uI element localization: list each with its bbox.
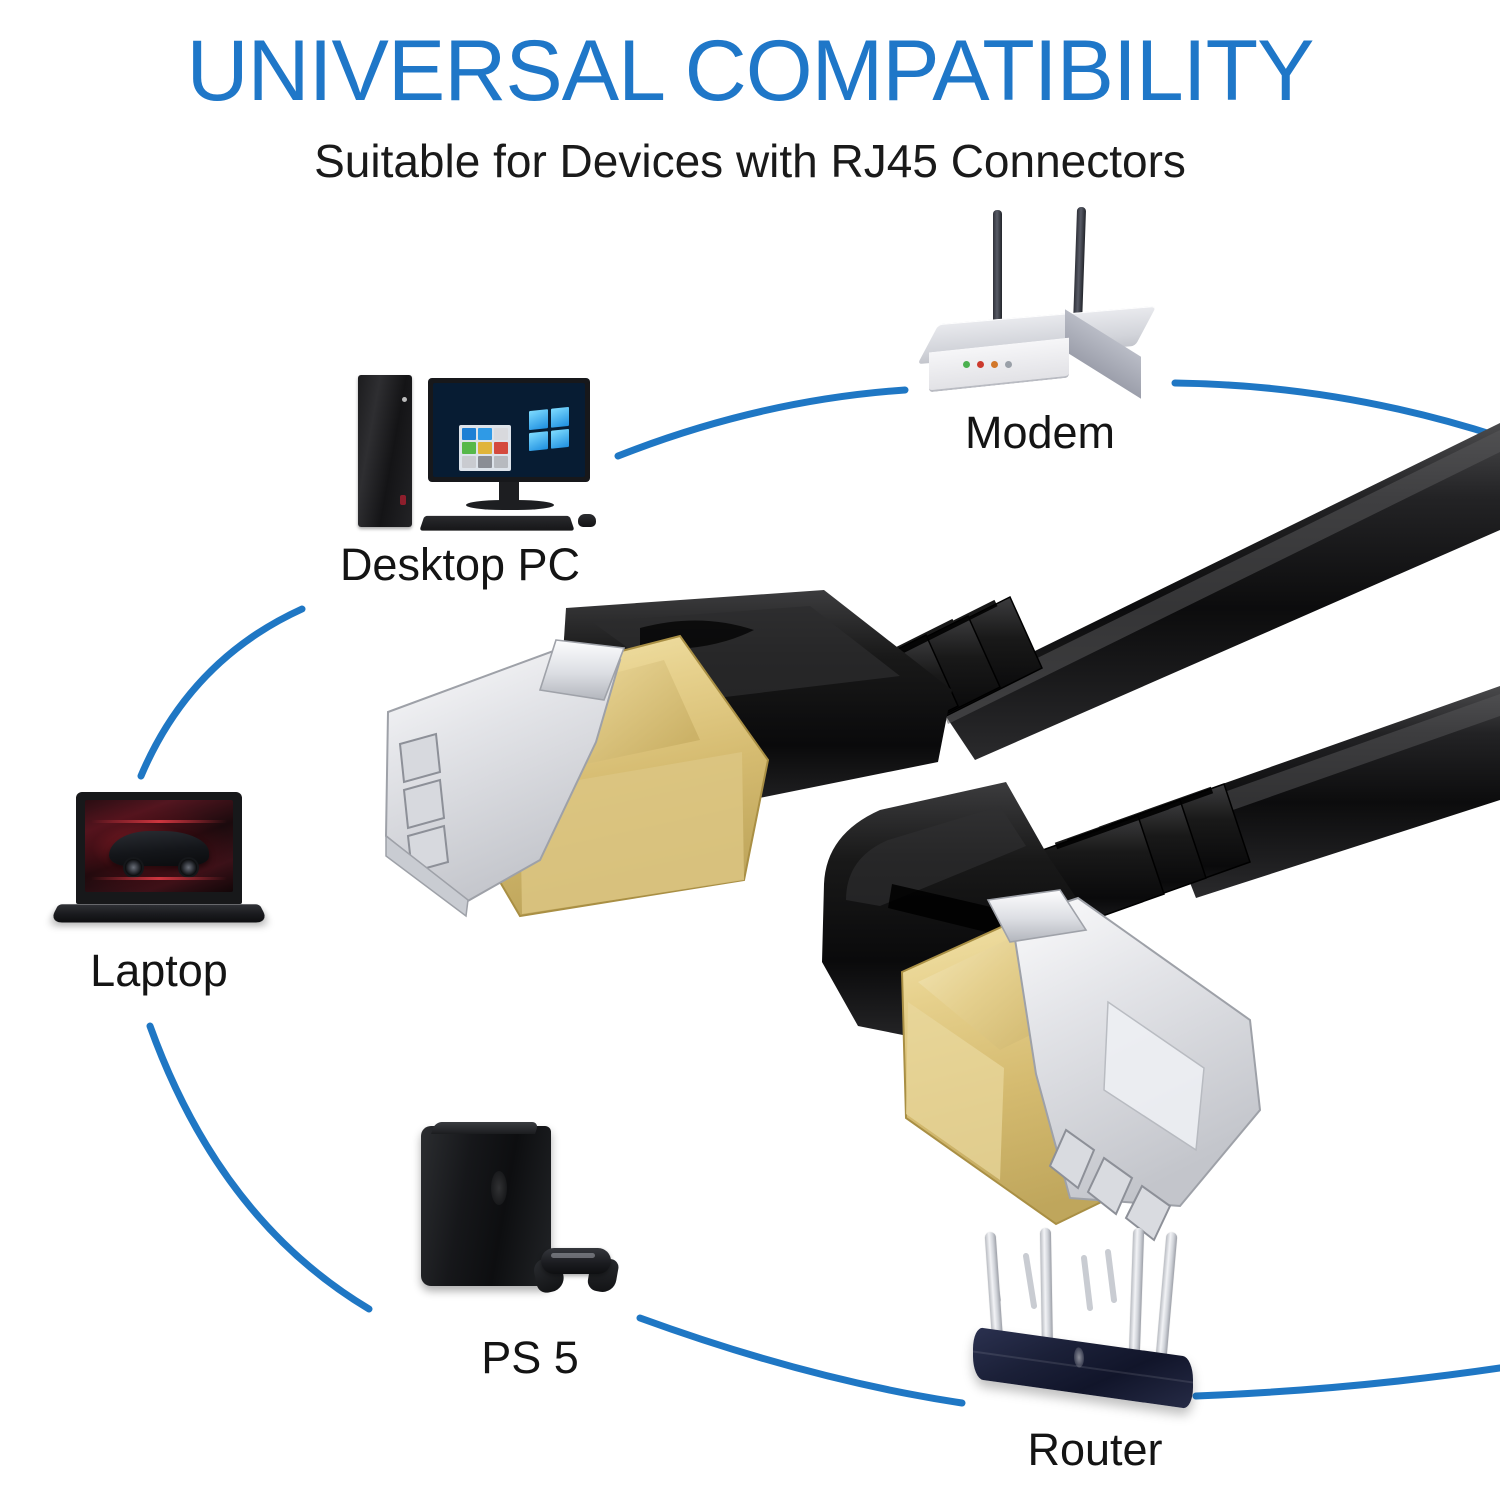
modem-icon [915, 205, 1165, 405]
device-node-router: Router [930, 1227, 1260, 1475]
modem-antenna-left [993, 210, 1002, 340]
windows-logo-icon [529, 406, 569, 452]
device-label-modem: Modem [964, 407, 1116, 458]
device-node-ps5: PS 5 [400, 1118, 660, 1381]
device-node-modem: Modem [900, 205, 1180, 456]
game-controller-icon [531, 1246, 620, 1295]
windows-start-menu-icon [459, 425, 511, 471]
device-label-ps5: PS 5 [481, 1332, 579, 1383]
desktop-computer-icon [326, 372, 596, 537]
pc-tower-icon [358, 375, 412, 527]
modem-led-power [963, 361, 970, 368]
rj45-latch-tab-lower [986, 889, 1088, 943]
monitor-stand [499, 482, 519, 502]
device-node-laptop: Laptop [34, 788, 284, 994]
cable-assembly-straight [384, 423, 1500, 918]
page-title: UNIVERSAL COMPATIBILITY [186, 23, 1314, 119]
game-console-icon [415, 1118, 645, 1330]
cable-assembly-right-angle [822, 686, 1500, 1311]
router-antenna-3 [1128, 1227, 1145, 1357]
console-body [421, 1126, 551, 1286]
device-label-laptop: Laptop [90, 945, 228, 996]
laptop-keyboard-base [49, 904, 269, 923]
keyboard-icon [419, 515, 575, 531]
device-label-router: Router [1027, 1424, 1163, 1475]
pc-monitor-icon [428, 378, 590, 482]
rj45-contact-pins-lower [1048, 1128, 1172, 1242]
wifi-router-icon [945, 1227, 1245, 1422]
device-label-desktop-pc: Desktop PC [339, 539, 581, 590]
router-antenna-4 [1155, 1231, 1178, 1361]
modem-antenna-right [1072, 206, 1087, 328]
page-subtitle: Suitable for Devices with RJ45 Connector… [314, 135, 1186, 187]
modem-led-link [991, 361, 998, 368]
device-node-desktop-pc: Desktop PC [300, 372, 620, 588]
modem-led-status [977, 361, 984, 368]
modem-led-wan [1005, 361, 1012, 368]
mouse-icon [578, 514, 596, 527]
monitor-base [466, 500, 554, 510]
laptop-lid [76, 792, 242, 904]
rj45-latch-tab-upper [538, 639, 626, 701]
rj45-contact-pins-upper [398, 732, 450, 874]
laptop-icon [49, 788, 269, 943]
laptop-screen-wallpaper [85, 800, 233, 892]
